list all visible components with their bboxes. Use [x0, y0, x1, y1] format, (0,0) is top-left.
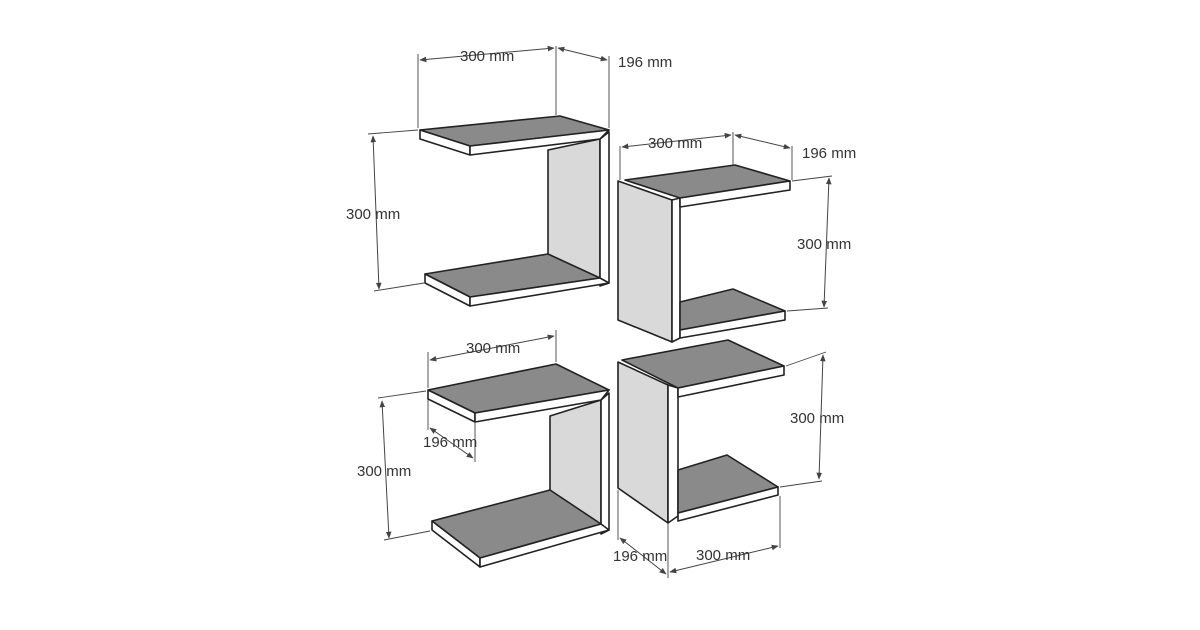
dim-top-right-height: 300 mm [786, 175, 851, 312]
dim-top-left-depth-label: 196 mm [618, 54, 672, 71]
shelf-bottom-right-side-edge [667, 384, 679, 524]
dim-top-right-depth-label: 196 mm [802, 145, 856, 162]
dim-top-left-height-label: 300 mm [346, 206, 400, 223]
dim-bottom-right-width-label: 300 mm [696, 547, 750, 564]
shelf-top-right-bottom-side [679, 310, 786, 339]
dim-bottom-right-height: 300 mm [779, 351, 844, 488]
shelf-bottom-right-side-panel [617, 361, 669, 524]
shelf-bottom-left [427, 363, 610, 568]
shelf-bottom-left-side-edge [600, 392, 610, 535]
dim-top-right-depth: 196 mm [734, 133, 856, 180]
shelf-bottom-right-top-side [677, 365, 785, 398]
shelf-bottom-right [617, 339, 785, 524]
dim-bottom-left-width-label: 300 mm [466, 340, 520, 357]
shelf-top-left-top-side [469, 129, 610, 156]
shelf-bottom-right-bottom-side [677, 486, 779, 522]
dim-top-left-height: 300 mm [346, 129, 425, 292]
shelf-bottom-left-bottom-side [479, 523, 610, 568]
shelf-top-left [419, 115, 610, 307]
shelf-bottom-left-top-side [474, 389, 610, 423]
shelf-top-right-side-edge [671, 197, 681, 343]
shelf-top-right-side-panel [617, 180, 673, 343]
dim-bottom-right-depth: 196 mm [613, 490, 669, 578]
dim-top-left-width: 300 mm [417, 45, 557, 128]
dim-bottom-right-width: 300 mm [669, 496, 781, 574]
dim-bottom-left-depth-label: 196 mm [423, 434, 477, 451]
dim-bottom-left-depth: 196 mm [423, 400, 477, 462]
dim-top-right-width-label: 300 mm [648, 135, 702, 152]
dim-top-right-height-label: 300 mm [797, 236, 851, 253]
shelf-top-left-bottom-side [469, 277, 610, 307]
shelf-top-left-side-edge [599, 131, 610, 287]
dim-top-left-depth: 196 mm [557, 46, 672, 128]
dim-bottom-right-height-label: 300 mm [790, 410, 844, 427]
dim-bottom-left-height-label: 300 mm [357, 463, 411, 480]
dim-bottom-left-height: 300 mm [357, 390, 431, 541]
dim-bottom-left-width: 300 mm [427, 330, 557, 388]
dim-bottom-right-depth-label: 196 mm [613, 548, 667, 565]
dim-top-left-width-label: 300 mm [460, 48, 514, 65]
dim-top-right-width: 300 mm [619, 132, 734, 180]
shelf-top-right-top-side [679, 180, 791, 208]
shelf-top-right [617, 164, 791, 343]
